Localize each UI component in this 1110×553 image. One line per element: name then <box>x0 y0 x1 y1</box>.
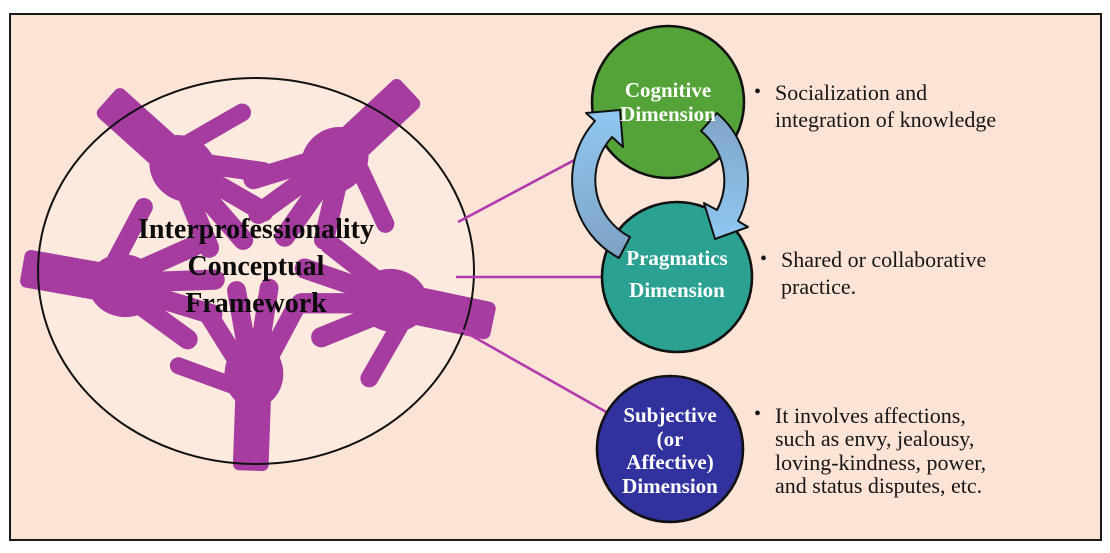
hub-title: Interprofessionality Conceptual Framewor… <box>138 214 374 319</box>
bullet-icon: • <box>754 81 762 103</box>
hub-ellipse-outline <box>37 77 475 465</box>
bullet-icon: • <box>760 248 768 270</box>
note-cognitive-text: Socialization and integration of knowled… <box>775 80 997 132</box>
connector-line-subjective <box>457 326 609 415</box>
cycle-arrow-down-icon <box>700 112 750 240</box>
bullet-icon: • <box>754 403 762 425</box>
note-pragmatics-text: Shared or collaborative practice. <box>781 247 987 299</box>
note-pragmatics: • Shared or collaborative practice. <box>760 247 986 301</box>
circle-cognitive-dimension <box>590 24 746 180</box>
label-subjective-dimension: Subjective (or Affective) Dimension <box>622 403 718 499</box>
cycle-arrow-up-icon <box>571 109 631 259</box>
note-subjective-text: It involves affections, such as envy, je… <box>775 403 987 498</box>
note-cognitive: • Socialization and integration of knowl… <box>754 80 996 134</box>
note-subjective: • It involves affections, such as envy, … <box>754 403 987 498</box>
circle-subjective-dimension <box>595 374 745 524</box>
label-cognitive-dimension: Cognitive Dimension <box>620 78 716 126</box>
label-pragmatics-dimension: Pragmatics Dimension <box>626 246 728 302</box>
